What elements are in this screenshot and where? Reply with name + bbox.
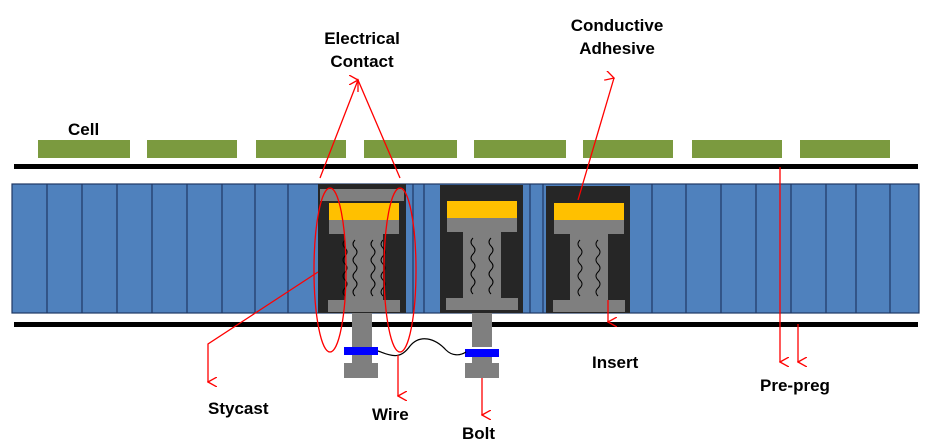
stycast-label: Stycast (208, 399, 269, 418)
stycast-ellipse-right (383, 187, 417, 353)
conductive-adhesive-arrow (577, 78, 614, 201)
cell-8 (800, 140, 890, 158)
bolt-1 (344, 313, 378, 378)
insert-2 (440, 185, 523, 313)
cell-1 (38, 140, 130, 158)
bolt-label: Bolt (462, 424, 496, 443)
wire (377, 338, 467, 357)
top-prepreg-layer (14, 164, 918, 169)
insert-1 (318, 184, 406, 313)
electrical-contact-lines (319, 78, 401, 179)
stycast-leader (208, 271, 319, 382)
cell-2 (147, 140, 237, 158)
bottom-prepreg-layer (14, 322, 918, 327)
wire-label: Wire (372, 405, 409, 424)
cell-7 (692, 140, 782, 158)
cell-label: Cell (68, 120, 100, 139)
adhesive-pad-3 (554, 203, 624, 220)
insert-3 (546, 186, 630, 313)
cell-3 (256, 140, 346, 158)
adhesive-pad-1 (329, 203, 399, 220)
electrical-contact-line-1: Electrical (324, 29, 400, 48)
annotation-layer (208, 78, 798, 415)
cell-row (38, 140, 890, 158)
bolt-2 (465, 313, 499, 378)
conductive-adhesive-label: Conductive Adhesive (555, 14, 679, 60)
cell-6 (583, 140, 673, 158)
prepreg-label: Pre-preg (760, 376, 830, 395)
electrical-contact-label: Electrical Contact (304, 27, 420, 73)
electrical-contact-line-2: Contact (330, 52, 394, 71)
insert-label: Insert (592, 353, 639, 372)
conductive-adhesive-line-1: Conductive (570, 16, 664, 35)
adhesive-pad-2 (447, 201, 517, 218)
stycast-ellipse-left (313, 187, 347, 353)
cell-4 (364, 140, 457, 158)
cell-5 (474, 140, 566, 158)
conductive-adhesive-line-2: Adhesive (579, 39, 655, 58)
